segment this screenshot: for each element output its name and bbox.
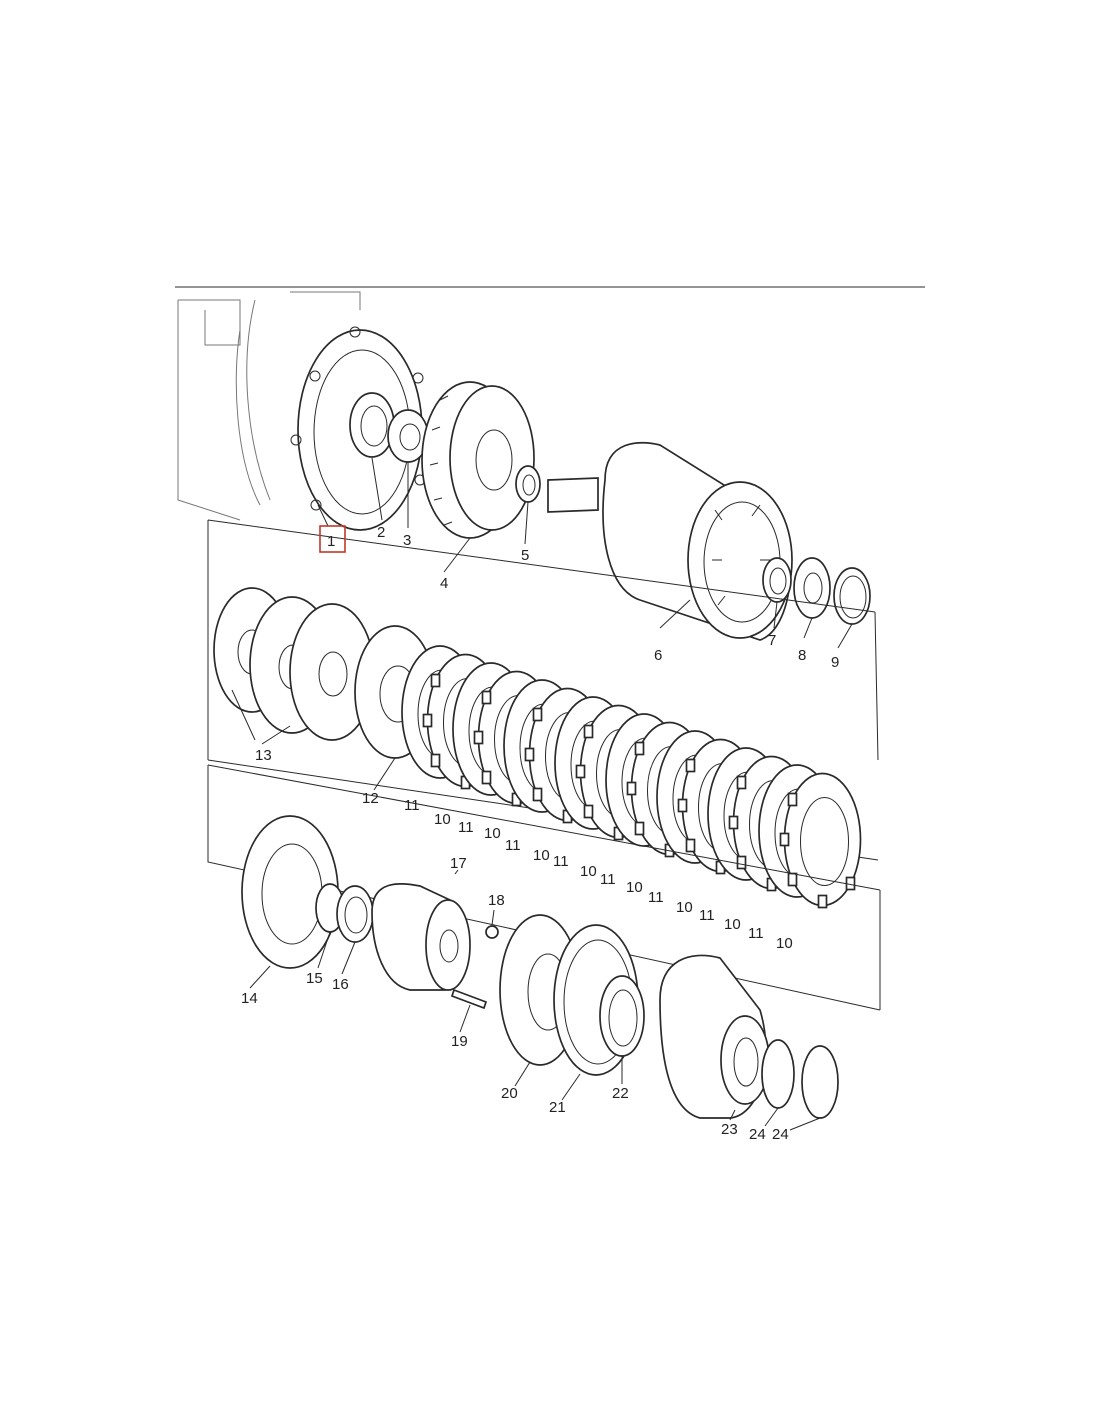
callout-17[interactable]: 17 [450,855,467,872]
snap-ring-part-9 [833,567,871,625]
plate-lug [626,781,637,796]
bearing-part-2 [349,392,395,458]
callout-16[interactable]: 16 [332,976,349,993]
callout-2[interactable]: 2 [377,524,385,541]
plate-lug [685,838,696,853]
plate-lug [532,787,543,802]
callout-18[interactable]: 18 [488,892,505,909]
callout-10[interactable]: 10 [580,863,597,880]
callout-9[interactable]: 9 [831,654,839,671]
callout-11[interactable]: 11 [458,819,474,836]
callout-23[interactable]: 23 [721,1121,738,1138]
plate-lug [787,792,798,807]
callout-21[interactable]: 21 [549,1099,566,1116]
plate-lug [677,798,688,813]
callout-4[interactable]: 4 [440,575,448,592]
plate-lug [575,764,586,779]
callout-10[interactable]: 10 [434,811,451,828]
hub-part-17 [371,883,471,991]
callout-14[interactable]: 14 [241,990,258,1007]
ball-part-18 [485,925,499,939]
plate-lug [728,815,739,830]
snap-ring-part-24-a [761,1039,795,1109]
middle-panel-frame [207,519,879,861]
callout-6[interactable]: 6 [654,647,662,664]
plate-lug [736,855,747,870]
callout-1-highlight-box [319,525,346,553]
plate-lug [736,775,747,790]
callout-22[interactable]: 22 [612,1085,629,1102]
plate-lug [473,730,484,745]
plate-lug [422,713,433,728]
callout-7[interactable]: 7 [768,632,776,649]
callout-13[interactable]: 13 [255,747,272,764]
nut-part-8 [793,557,831,619]
callout-3[interactable]: 3 [403,532,411,549]
seal-part-22 [599,975,645,1057]
plate-lug [532,707,543,722]
callout-10[interactable]: 10 [484,825,501,842]
callout-24-b[interactable]: 24 [772,1126,789,1143]
callout-labels: 1 2 3 4 5 6 7 8 9 13 12 14 15 16 17 18 1… [241,524,839,1143]
callout-11[interactable]: 11 [505,837,521,854]
callout-11[interactable]: 11 [748,925,764,942]
plate-lug [481,770,492,785]
plate-lug [430,673,441,688]
gear-part-4 [421,381,535,539]
leader-lines [231,457,853,1131]
thrust-ring-part-16 [336,885,374,943]
pin-part-19 [450,988,488,1010]
plate-lug [634,741,645,756]
callout-19[interactable]: 19 [451,1033,468,1050]
plate-lug [524,747,535,762]
plate-lug [817,894,828,909]
plate-lug [634,821,645,836]
callout-8[interactable]: 8 [798,647,806,664]
plate-lug [787,872,798,887]
callout-11[interactable]: 11 [600,871,616,888]
callout-11[interactable]: 11 [553,853,569,870]
clutch-drum-part-6 [547,441,793,641]
seal-ring-part-7 [762,557,792,603]
plate-lug [779,832,790,847]
callout-11[interactable]: 11 [404,797,420,814]
callout-5[interactable]: 5 [521,547,529,564]
circlip-part-5 [515,465,541,503]
callout-10[interactable]: 10 [724,916,741,933]
callout-11[interactable]: 11 [699,907,715,924]
callout-20[interactable]: 20 [501,1085,518,1102]
clutch-plates-stack [401,645,862,909]
callout-12[interactable]: 12 [362,790,379,807]
plate-lug [430,753,441,768]
callout-10[interactable]: 10 [533,847,550,864]
callout-11[interactable]: 11 [648,889,664,906]
callout-10[interactable]: 10 [626,879,643,896]
bottom-panel-frame [207,764,881,1011]
snap-ring-part-24-b [801,1045,839,1119]
transmission-housing [177,291,361,521]
plate-lug [583,724,594,739]
plate-lug [685,758,696,773]
plate-lug [583,804,594,819]
cylinder-part-23 [659,954,770,1119]
callout-10[interactable]: 10 [676,899,693,916]
callout-24-a[interactable]: 24 [749,1126,766,1143]
plate-lug [481,690,492,705]
pressure-plates-part-13 [213,587,375,741]
callout-10[interactable]: 10 [776,935,793,952]
callout-15[interactable]: 15 [306,970,323,987]
plate-bore [800,797,849,886]
callout-1[interactable]: 1 [327,533,335,550]
